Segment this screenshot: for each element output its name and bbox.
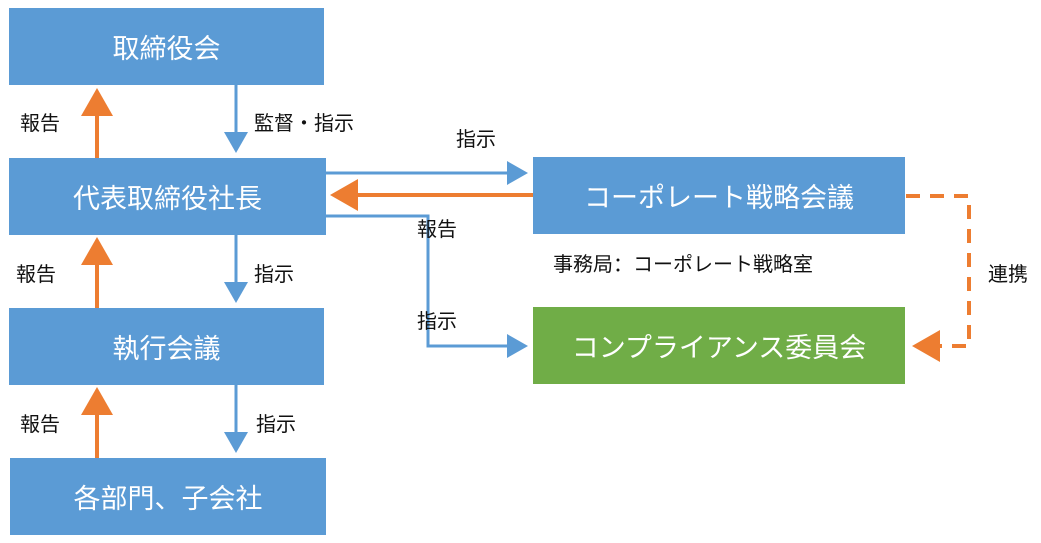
label-instruct-exec: 指示 (254, 262, 294, 286)
label-report-exec: 報告 (20, 412, 60, 436)
node-board-label: 取締役会 (112, 34, 221, 65)
node-departments-label: 各部門、子会社 (73, 484, 263, 515)
node-board: 取締役会 (9, 8, 324, 85)
node-exec-meeting: 執行会議 (9, 308, 324, 385)
label-instruct-compliance: 指示 (417, 309, 457, 333)
label-instruct-dept: 指示 (256, 412, 296, 436)
node-departments: 各部門、子会社 (10, 458, 326, 535)
node-president-label: 代表取締役社長 (73, 184, 262, 215)
node-president: 代表取締役社長 (9, 158, 326, 235)
node-exec-meeting-label: 執行会議 (112, 334, 221, 365)
node-corp-strategy: コーポレート戦略会議 (533, 157, 905, 234)
label-supervise: 監督・指示 (254, 111, 354, 135)
node-compliance: コンプライアンス委員会 (533, 307, 905, 384)
label-collaboration: 連携 (988, 262, 1028, 286)
label-report-president: 報告 (16, 262, 56, 286)
label-secretariat: 事務局：コーポレート戦略室 (553, 252, 813, 276)
arrow-instruct-compliance (326, 214, 528, 358)
node-compliance-label: コンプライアンス委員会 (571, 333, 867, 364)
node-corp-strategy-label: コーポレート戦略会議 (584, 183, 854, 214)
arrow-collaboration (906, 194, 971, 362)
label-instruct-strategy: 指示 (456, 127, 496, 151)
label-report-strategy: 報告 (417, 217, 457, 241)
label-report-board: 報告 (20, 111, 60, 135)
